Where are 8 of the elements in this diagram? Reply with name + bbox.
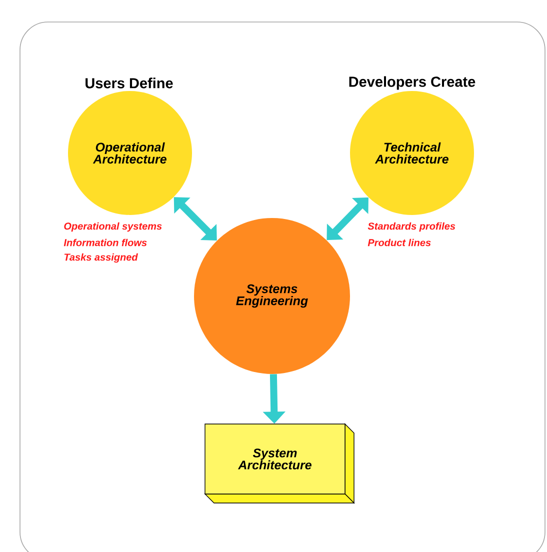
note-text: Product lines <box>368 238 431 246</box>
heading: Developers Create <box>349 76 476 90</box>
note-text: Standards profiles <box>368 222 456 232</box>
heading: Users Define <box>86 78 173 88</box>
note-text: Tasks assigned <box>64 253 138 263</box>
note-text: Operational systems <box>64 222 162 232</box>
note-text: Information flows <box>64 238 147 246</box>
block-arrow <box>174 197 217 240</box>
